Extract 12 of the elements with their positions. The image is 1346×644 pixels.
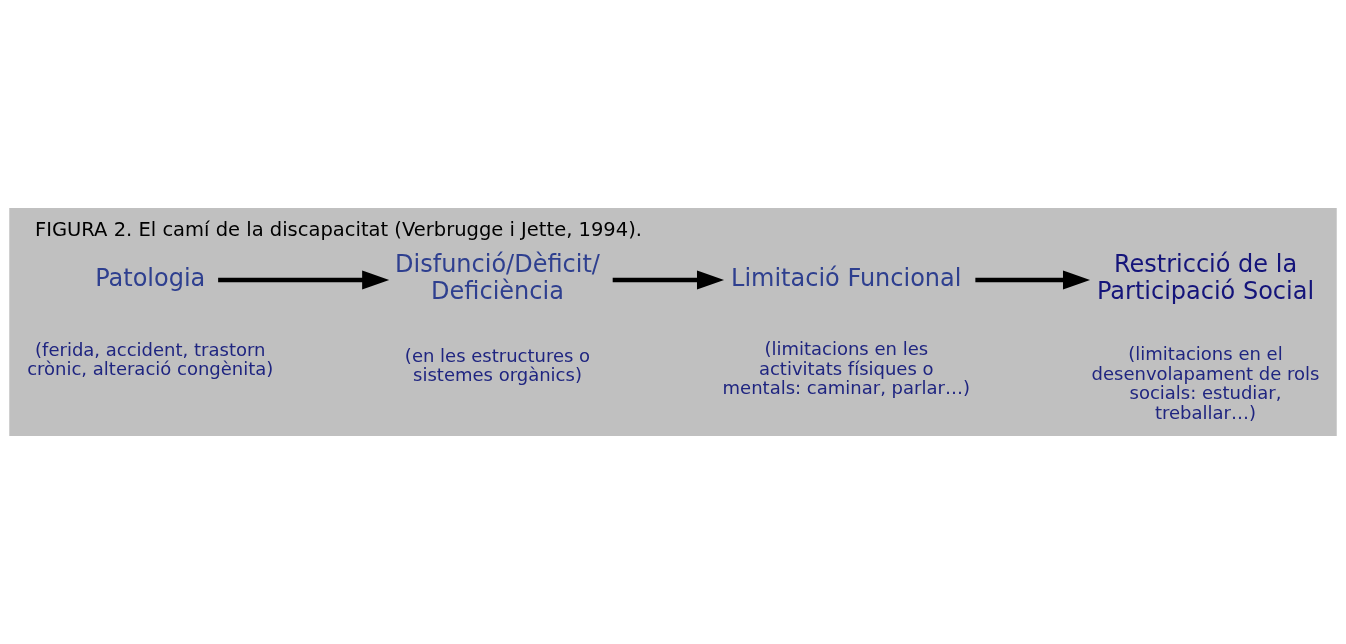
node-label: (ferida, accident, trastorn crònic, alteració congènita) [27,338,274,380]
node-label: (en les estructures o sistemes orgànics) [404,344,591,386]
node-label: (limitacions en les activitats físiques o mentals: caminar, parlar…) [722,338,970,399]
node-text: Limitació Funcional [731,263,962,292]
arrow [975,270,1091,290]
node-text: Disfunció/Dèficit/ Deficiència [395,250,600,306]
arrow [218,270,390,290]
node-text: Restricció de la Participació Social [1096,250,1315,306]
arrow [612,270,725,290]
node-label: (limitacions en el desenvolapament de rols socials: estudiar, treballar…) [1091,343,1320,423]
diagram-title: FIGURA 2. El camí de la discapacitat (Verbrugge i Jette, 1994). [35,217,642,241]
node-text: Patologia [95,263,206,292]
